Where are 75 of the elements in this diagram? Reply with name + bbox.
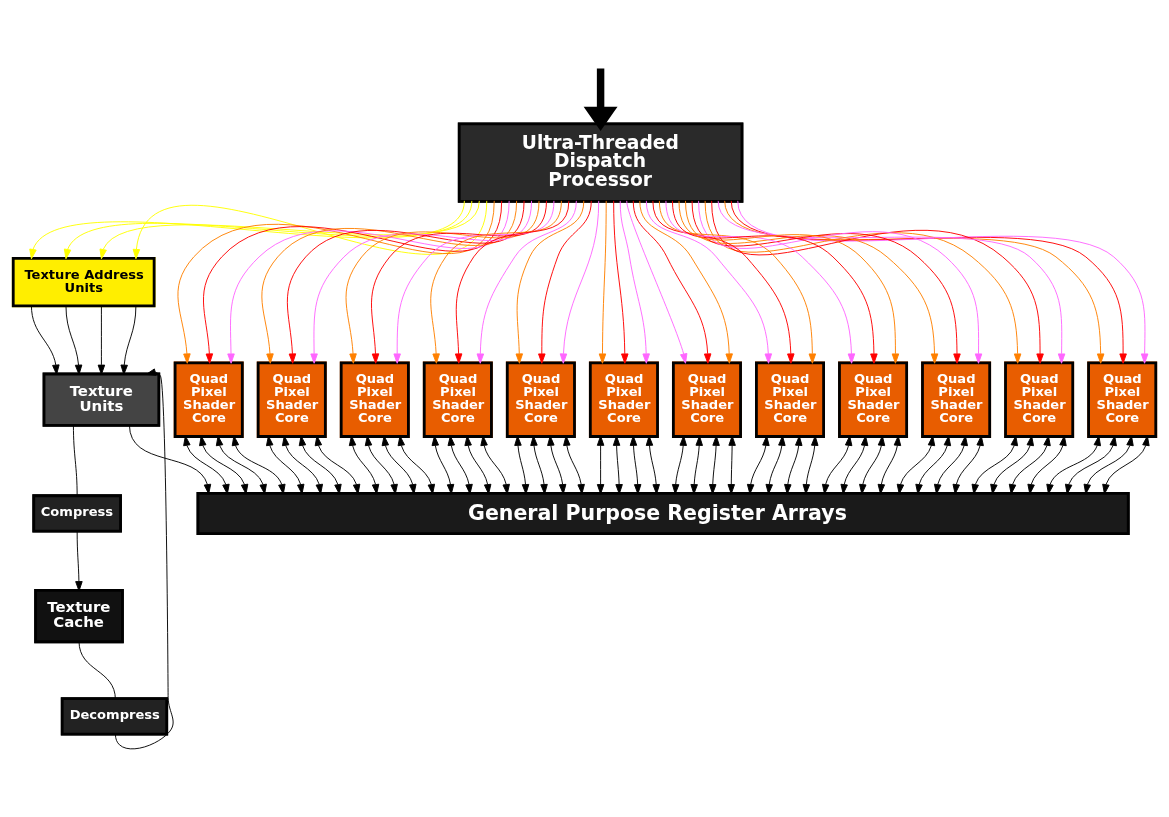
arrow xyxy=(128,424,212,495)
arrow xyxy=(915,435,952,495)
connector xyxy=(72,424,78,498)
arrow xyxy=(514,435,530,495)
arrow xyxy=(1027,435,1067,495)
arrow xyxy=(596,435,605,495)
arrow xyxy=(645,200,773,364)
arrow xyxy=(629,435,642,495)
arrow xyxy=(114,368,174,750)
arrow xyxy=(598,200,607,364)
arrow xyxy=(671,435,687,495)
arrow xyxy=(563,435,585,495)
arrow xyxy=(559,200,600,364)
arrow xyxy=(345,200,540,364)
arrow xyxy=(447,435,473,495)
arrow xyxy=(652,200,795,364)
arrow xyxy=(266,435,305,495)
arrow xyxy=(215,435,267,495)
arrow xyxy=(476,200,577,364)
arrow xyxy=(1064,435,1117,495)
arrow xyxy=(530,435,548,495)
arrow xyxy=(613,200,629,364)
arrow xyxy=(183,435,230,495)
arrow xyxy=(431,435,455,495)
arrow xyxy=(612,435,623,495)
arrow xyxy=(30,304,60,375)
arrow xyxy=(802,435,819,495)
arrow xyxy=(709,435,720,495)
arrow xyxy=(231,435,286,495)
arrow xyxy=(1008,435,1051,495)
arrow xyxy=(65,304,83,375)
arrow xyxy=(933,435,968,495)
arrow xyxy=(645,435,660,495)
arrow xyxy=(515,200,585,364)
arrow xyxy=(538,200,592,364)
arrow xyxy=(727,435,736,495)
arrow xyxy=(821,435,853,495)
arrow xyxy=(314,435,361,495)
arrow xyxy=(990,435,1034,495)
arrow xyxy=(547,435,567,495)
arrow xyxy=(1102,435,1150,495)
arrow xyxy=(626,200,688,364)
arrow xyxy=(75,530,83,592)
arrow xyxy=(430,200,562,364)
arrow xyxy=(97,304,106,375)
arrow xyxy=(690,435,703,495)
arrow xyxy=(639,200,733,364)
arrow xyxy=(971,435,1019,495)
arrow xyxy=(281,435,323,495)
arrow xyxy=(298,435,342,495)
arrow xyxy=(952,435,984,495)
arrow xyxy=(840,435,869,495)
arrow xyxy=(454,200,570,364)
arrow xyxy=(784,435,803,495)
connector xyxy=(78,640,116,701)
arrow xyxy=(765,435,786,495)
arrow xyxy=(1083,435,1134,495)
arrow xyxy=(859,435,886,495)
arrow xyxy=(632,200,712,364)
arrow xyxy=(397,435,436,495)
arrow xyxy=(746,435,770,495)
arrow xyxy=(371,200,547,364)
arrow xyxy=(480,435,510,495)
arrow xyxy=(464,435,492,495)
arrow xyxy=(348,435,380,495)
arrow xyxy=(896,435,936,495)
arrow xyxy=(199,435,249,495)
arrow xyxy=(120,304,137,375)
arrow xyxy=(1046,435,1101,495)
arrow xyxy=(619,200,650,364)
arrow xyxy=(877,435,902,495)
arrow xyxy=(658,200,817,364)
arrow xyxy=(364,435,398,495)
arrow xyxy=(393,200,555,364)
arrow xyxy=(381,435,417,495)
